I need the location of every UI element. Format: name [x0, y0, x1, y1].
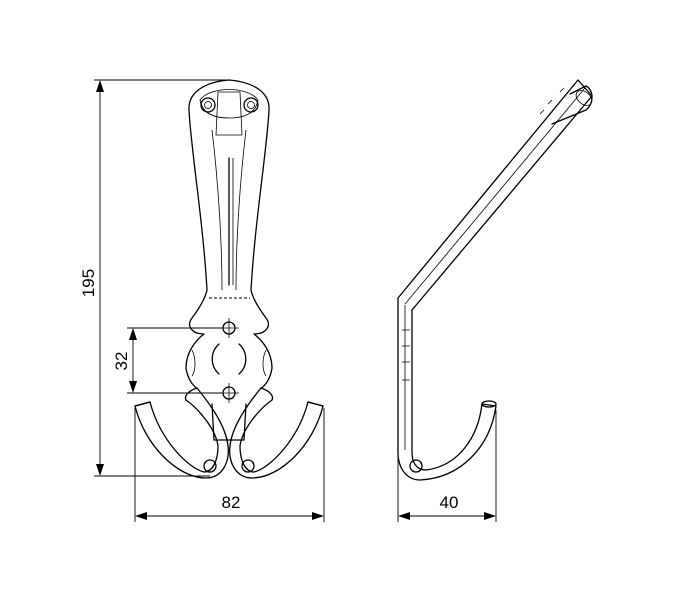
dim-label-195: 195: [79, 269, 98, 297]
front-shaft-inner-right: [235, 129, 247, 291]
side-lower-hook: [397, 403, 497, 481]
screw-head-left: [200, 97, 216, 113]
front-left-hook-end: [134, 401, 151, 407]
dimension-front-width: 82: [134, 408, 325, 522]
front-shaft-inner-left: [211, 129, 223, 291]
side-back-plate: [397, 297, 413, 453]
side-lower-hook-tip: [409, 459, 423, 473]
side-view: [397, 79, 593, 481]
side-top-cap-ring: [575, 90, 593, 106]
dim-label-40: 40: [440, 493, 459, 512]
front-left-hook: [134, 387, 229, 479]
screw-head-right-inner: [247, 101, 255, 109]
side-top-cap: [551, 85, 593, 125]
front-body-outline: [184, 79, 274, 401]
screw-head-right: [243, 97, 259, 113]
dimension-hole-spacing: 32: [112, 327, 222, 394]
side-hook-end-cap: [481, 400, 497, 408]
front-view: [134, 79, 324, 479]
dimension-side-depth: 40: [397, 410, 497, 522]
front-left-hook-tip: [203, 459, 217, 473]
front-right-hook: [229, 387, 324, 479]
side-cap-ticks: [539, 87, 565, 115]
front-ornament-left: [211, 343, 220, 375]
front-right-hook-end: [307, 401, 324, 407]
front-side-lobe-left: [191, 349, 196, 377]
front-right-hook-tip: [241, 459, 255, 473]
front-head-plate: [215, 91, 243, 136]
side-upper-arm-inner: [404, 87, 586, 305]
side-plate-ticks: [402, 329, 410, 381]
dim-label-32: 32: [112, 352, 131, 371]
front-head-inner: [199, 89, 259, 119]
front-side-lobe-right: [262, 349, 267, 377]
front-ornament-right: [238, 343, 247, 375]
dim-label-82: 82: [222, 493, 241, 512]
screw-head-left-inner: [204, 101, 212, 109]
front-lower-stem: [211, 403, 247, 441]
dimension-overall-height: 195: [79, 79, 228, 477]
